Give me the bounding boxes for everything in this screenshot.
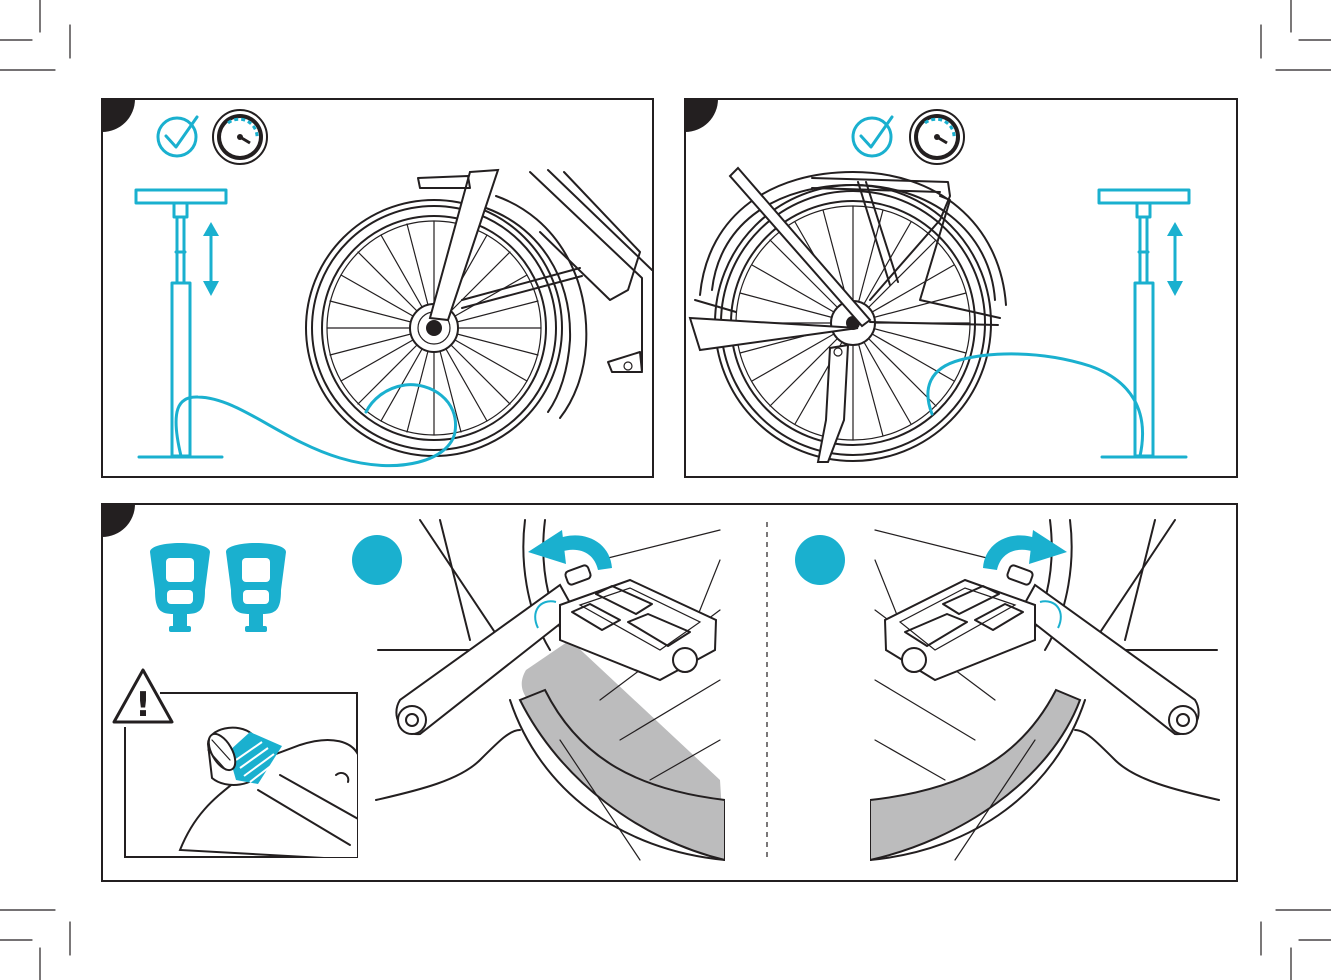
front-wheel-illustration <box>176 170 652 466</box>
pressure-gauge-icon <box>910 110 964 164</box>
rotate-ccw-arrow-icon <box>528 530 612 570</box>
panel-pedals: ! <box>102 504 1237 881</box>
step-bullet-left <box>352 535 402 585</box>
left-crank-illustration <box>376 520 725 860</box>
rear-wheel-illustration <box>690 168 1143 462</box>
check-icon <box>853 117 892 156</box>
pressure-gauge-icon <box>213 110 267 164</box>
right-crank-illustration <box>870 520 1219 860</box>
step-marker <box>685 99 718 132</box>
up-down-arrow-icon <box>1167 222 1183 296</box>
pedal-icon <box>150 543 210 632</box>
warning-icon: ! <box>114 670 172 725</box>
check-icon <box>158 117 197 156</box>
thread-detail-inset <box>125 693 360 860</box>
up-down-arrow-icon <box>203 222 219 296</box>
rotate-cw-arrow-icon <box>983 530 1067 570</box>
panel-rear-wheel <box>685 99 1237 477</box>
step-bullet-right <box>795 535 845 585</box>
pedal-icon <box>226 543 286 632</box>
step-marker <box>102 99 135 132</box>
step-marker <box>102 504 135 537</box>
panel-front-wheel <box>102 99 653 477</box>
warning-symbol: ! <box>135 685 151 725</box>
